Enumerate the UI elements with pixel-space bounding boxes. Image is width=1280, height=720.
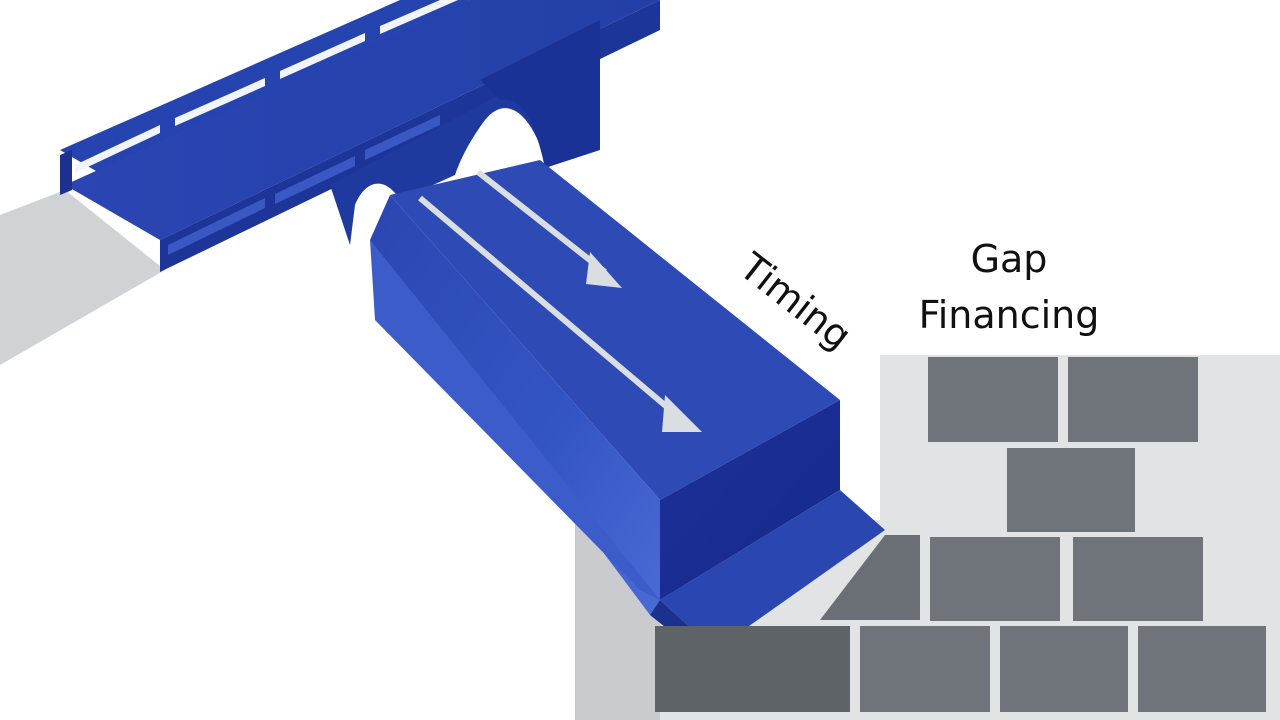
bridge-icon [60, 0, 660, 272]
financing-label: Financing [919, 293, 1100, 337]
arrow-icon [418, 169, 702, 432]
brick-wall-icon [655, 357, 1266, 712]
ramp-icon [370, 160, 885, 655]
ground-path [0, 190, 165, 365]
gap-label: Gap [971, 237, 1048, 281]
